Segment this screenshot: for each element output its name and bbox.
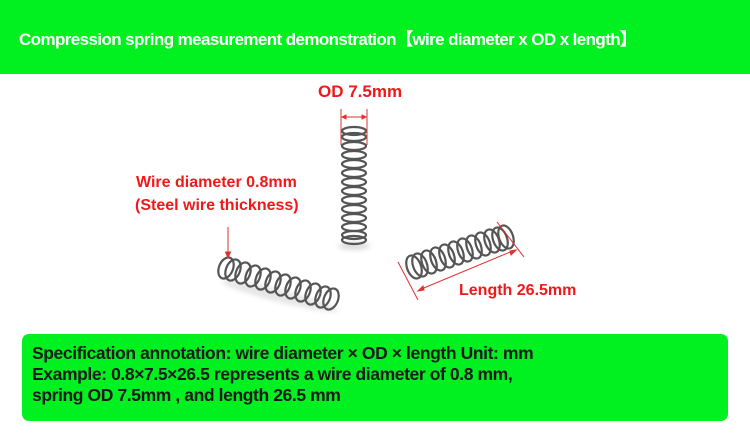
wire-thickness-note: (Steel wire thickness)	[135, 197, 299, 214]
left-spring	[217, 256, 340, 312]
header-banner: Compression spring measurement demonstra…	[0, 0, 750, 74]
od-label: OD 7.5mm	[318, 82, 403, 101]
specification-note: Specification annotation: wire diameter …	[22, 334, 728, 421]
od-dimension	[340, 109, 368, 145]
note-line-3: spring OD 7.5mm , and length 26.5 mm	[32, 385, 341, 405]
wire-arrow	[224, 227, 232, 260]
note-line-2: Example: 0.8×7.5×26.5 represents a wire …	[32, 364, 513, 384]
length-dimension	[397, 221, 525, 301]
header-title: Compression spring measurement demonstra…	[19, 29, 637, 49]
vertical-spring	[338, 125, 370, 250]
note-line-1: Specification annotation: wire diameter …	[32, 343, 534, 363]
right-spring	[405, 224, 515, 280]
length-label: Length 26.5mm	[459, 282, 577, 299]
wire-diameter-label: Wire diameter 0.8mm	[136, 174, 297, 191]
